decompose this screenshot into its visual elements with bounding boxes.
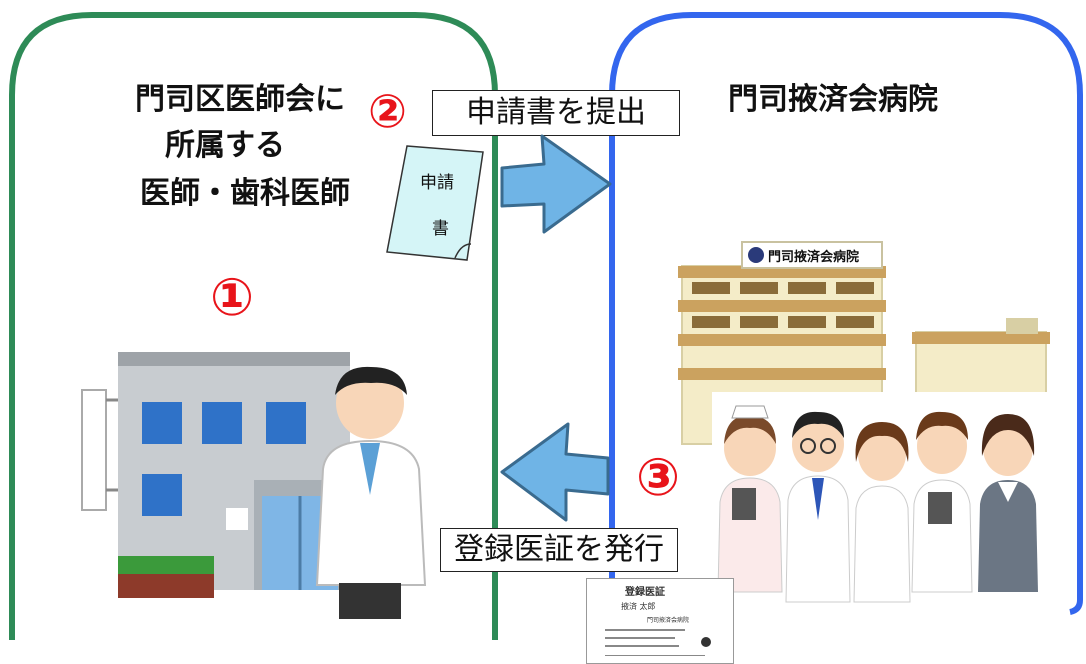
document-line1: 申請 (420, 173, 454, 193)
certificate-name: 掖済 太郎 (621, 602, 656, 611)
certificate-issuer: 門司掖済会病院 (647, 617, 690, 624)
document-line2: 書 (432, 219, 449, 239)
right-panel-border (609, 12, 1083, 640)
doctor-illustration (315, 366, 427, 619)
step3-number: ③ (636, 448, 681, 508)
medical-staff-illustration (712, 392, 1058, 612)
left-title-line1: 門司区医師会に (135, 82, 345, 117)
certificate-title: 登録医証 (625, 587, 665, 598)
registration-certificate-card: 登録医証 掖済 太郎 門司掖済会病院 (586, 578, 734, 664)
step3-label-box: 登録医証を発行 (440, 528, 678, 572)
arrow-left-icon (500, 422, 610, 522)
left-title-line2: 所属する (165, 128, 285, 163)
step1-number: ① (210, 268, 255, 328)
step2-number: ② (368, 84, 407, 138)
left-panel-border (9, 12, 498, 640)
right-title: 門司掖済会病院 (728, 82, 938, 117)
left-title-line3: 医師・歯科医師 (140, 176, 350, 211)
certificate-seal-icon (701, 637, 711, 647)
hospital-sign: 門司掖済会病院 (768, 250, 860, 265)
arrow-right-icon (500, 134, 612, 234)
application-document-icon (386, 145, 484, 261)
step2-label-box: 申請書を提出 (432, 90, 680, 136)
